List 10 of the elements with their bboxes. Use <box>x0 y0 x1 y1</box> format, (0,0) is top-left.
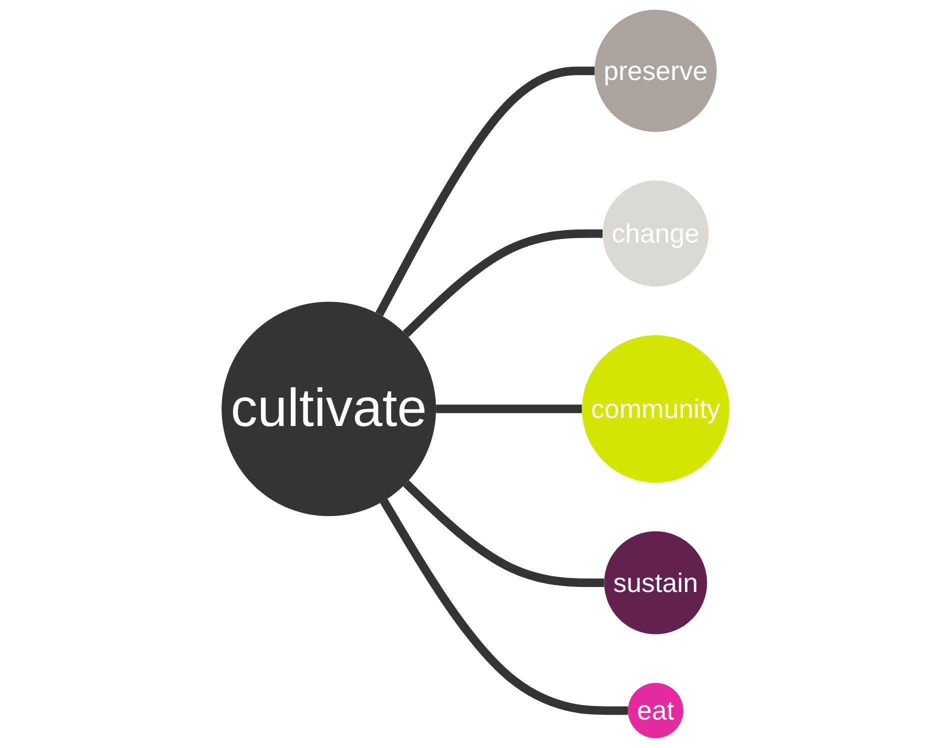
node-circle: cultivate <box>222 302 436 516</box>
connector <box>402 229 603 338</box>
node-circle: preserve <box>594 10 717 132</box>
connector <box>380 498 628 715</box>
node-circle: community <box>582 335 730 483</box>
connector <box>375 66 594 316</box>
node-circle: sustain <box>604 531 708 634</box>
node-circle: eat <box>628 682 684 738</box>
connector <box>436 404 582 414</box>
connector <box>403 480 604 588</box>
